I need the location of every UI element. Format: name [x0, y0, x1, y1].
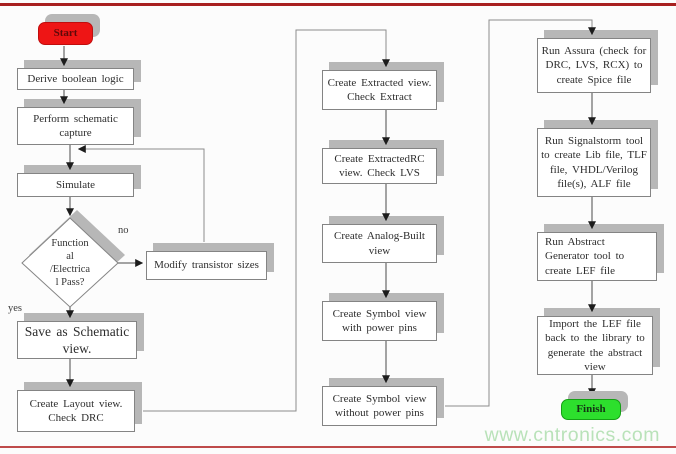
flow-node-save-schematic-view: Save as Schematic view.	[17, 321, 137, 359]
node-label: Run Assura (check for DRC, LVS, RCX) to …	[541, 45, 647, 86]
flow-node-finish: Finish	[561, 399, 621, 420]
node-label: Derive boolean logic	[27, 72, 124, 85]
node-label: Finish	[576, 403, 606, 416]
flow-node-run-abstract-generator: Run Abstract Generator tool to create LE…	[537, 232, 657, 281]
flow-node-create-symbol-view-with-power-pins: Create Symbol view with power pins	[322, 301, 437, 341]
node-label: Import the LEF file back to the library …	[545, 318, 645, 373]
node-label: Modify transistor sizes	[154, 259, 259, 272]
node-label: Create Analog-Built view	[334, 230, 425, 257]
flow-node-create-extracted-view: Create Extracted view. Check Extract	[322, 70, 437, 110]
flow-node-run-signalstorm: Run Signalstorm tool to create Lib file,…	[537, 128, 651, 197]
node-label: Save as Schematic view.	[24, 323, 130, 356]
node-label: Run Signalstorm tool to create Lib file,…	[541, 135, 647, 190]
node-label: Create Symbol view without power pins	[332, 392, 427, 419]
flow-node-derive-boolean-logic: Derive boolean logic	[17, 68, 134, 90]
watermark-text: www.cntronics.com	[484, 424, 660, 446]
top-red-rule	[0, 3, 676, 6]
node-label: Perform schematic capture	[33, 112, 118, 139]
flow-node-create-extractedrc-view: Create ExtractedRC view. Check LVS	[322, 148, 437, 184]
flow-node-run-assura: Run Assura (check for DRC, LVS, RCX) to …	[537, 38, 651, 93]
node-label: Create Layout view. Check DRC	[29, 397, 123, 424]
flow-node-perform-schematic-capture: Perform schematic capture	[17, 107, 134, 145]
node-label: Create ExtractedRC view. Check LVS	[334, 152, 425, 179]
flow-node-decision-label: Function al /Electrica l Pass?	[49, 238, 91, 289]
bottom-red-rule	[0, 446, 676, 448]
flow-node-start: Start	[38, 22, 93, 45]
node-label: Create Symbol view with power pins	[332, 307, 427, 334]
node-label: Run Abstract Generator tool to create LE…	[545, 236, 625, 277]
flow-node-import-lef-file: Import the LEF file back to the library …	[537, 316, 653, 375]
flow-node-simulate: Simulate	[17, 173, 134, 197]
edge-label-no: no	[118, 225, 129, 236]
node-label: Start	[53, 27, 78, 40]
node-label: Create Extracted view. Check Extract	[327, 76, 432, 103]
flow-node-create-layout-view: Create Layout view. Check DRC	[17, 390, 135, 432]
flow-node-create-symbol-view-without-power-pins: Create Symbol view without power pins	[322, 386, 437, 426]
flow-node-create-analog-built-view: Create Analog-Built view	[322, 224, 437, 263]
node-label: Simulate	[55, 178, 96, 191]
flow-node-modify-transistor-sizes: Modify transistor sizes	[146, 251, 267, 280]
edge-label-yes: yes	[8, 303, 22, 314]
